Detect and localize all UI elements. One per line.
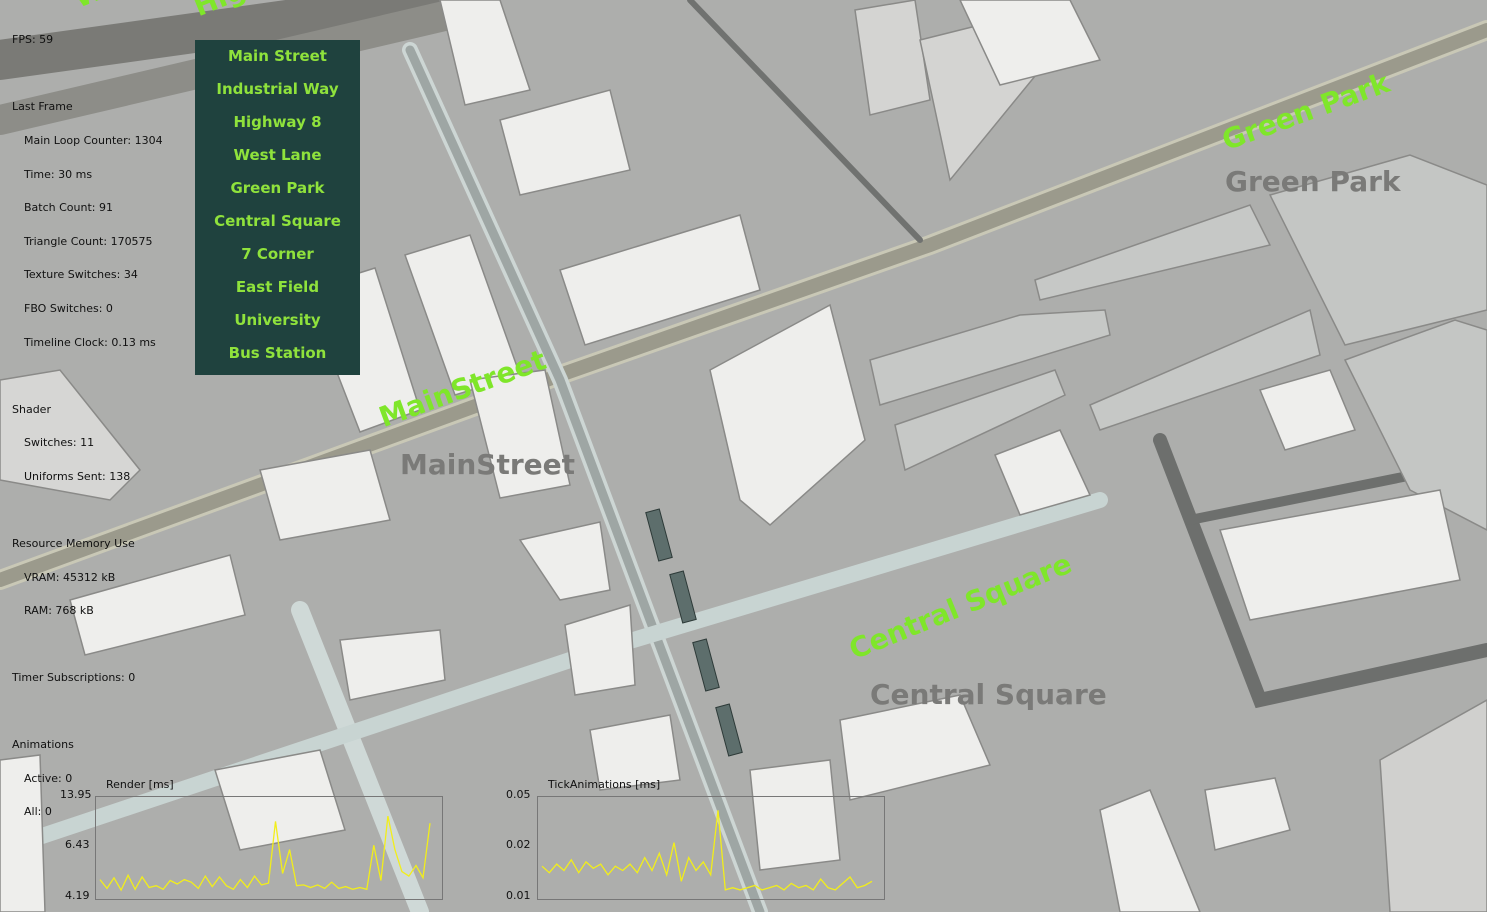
batch-count: Batch Count: 91 (24, 201, 113, 215)
ram-usage: RAM: 768 kB (24, 604, 94, 618)
texture-switches: Texture Switches: 34 (24, 268, 138, 282)
menu-item-central-square[interactable]: Central Square (214, 212, 341, 230)
render-time-graph: Render [ms] 13.95 6.43 4.19 (60, 778, 450, 908)
timeline-clock: Timeline Clock: 0.13 ms (24, 335, 156, 349)
main-loop-counter: Main Loop Counter: 1304 (24, 134, 163, 148)
frame-time: Time: 30 ms (24, 167, 93, 181)
graph-frame (537, 796, 885, 900)
y-tick-label: 6.43 (65, 838, 90, 851)
map-label-green-park-shadow: Green Park (1225, 165, 1401, 198)
vram-usage: VRAM: 45312 kB (24, 570, 116, 584)
menu-item-green-park[interactable]: Green Park (230, 179, 325, 197)
graph-title: TickAnimations [ms] (548, 778, 661, 791)
tick-animations-graph: TickAnimations [ms] 0.05 0.02 0.01 (502, 778, 892, 908)
menu-item-east-field[interactable]: East Field (235, 278, 320, 296)
menu-item-7-corner[interactable]: 7 Corner (241, 245, 314, 263)
location-menu: Main Street Industrial Way Highway 8 Wes… (195, 40, 360, 375)
animations-all: All: 0 (24, 805, 52, 819)
map-label-main-street-shadow: MainStreet (400, 448, 576, 481)
timer-subscriptions: Timer Subscriptions: 0 (12, 671, 136, 685)
triangle-count: Triangle Count: 170575 (24, 234, 153, 248)
graph-plot (541, 810, 873, 891)
shader-switches: Switches: 11 (24, 436, 95, 450)
debug-stats-overlay: FPS: 59 Last Frame Main Loop Counter: 13… (12, 12, 163, 829)
y-tick-label: 0.02 (506, 838, 531, 851)
y-tick-label: 4.19 (65, 889, 90, 902)
graph-plot (99, 815, 431, 892)
menu-item-west-lane[interactable]: West Lane (233, 146, 322, 164)
menu-item-bus-station[interactable]: Bus Station (228, 344, 327, 362)
series-line (99, 815, 431, 892)
graph-frame (95, 796, 443, 900)
menu-item-main-street[interactable]: Main Street (228, 47, 327, 65)
series-line (541, 810, 873, 891)
menu-item-industrial-way[interactable]: Industrial Way (216, 80, 339, 98)
uniforms-sent: Uniforms Sent: 138 (24, 469, 131, 483)
y-tick-label: 0.05 (506, 788, 531, 801)
fbo-switches: FBO Switches: 0 (24, 302, 113, 316)
menu-item-university[interactable]: University (234, 311, 321, 329)
map-label-central-square-shadow: Central Square (870, 678, 1107, 711)
animations-active: Active: 0 (24, 771, 73, 785)
fps-text: FPS: 59 (12, 33, 54, 47)
y-tick-label: 13.95 (60, 788, 92, 801)
graph-title: Render [ms] (106, 778, 174, 791)
resource-memory-heading: Resource Memory Use (12, 536, 135, 550)
shader-heading: Shader (12, 402, 51, 416)
menu-item-highway-8[interactable]: Highway 8 (233, 113, 322, 131)
animations-heading: Animations (12, 738, 74, 752)
y-tick-label: 0.01 (506, 889, 531, 902)
last-frame-heading: Last Frame (12, 100, 73, 114)
